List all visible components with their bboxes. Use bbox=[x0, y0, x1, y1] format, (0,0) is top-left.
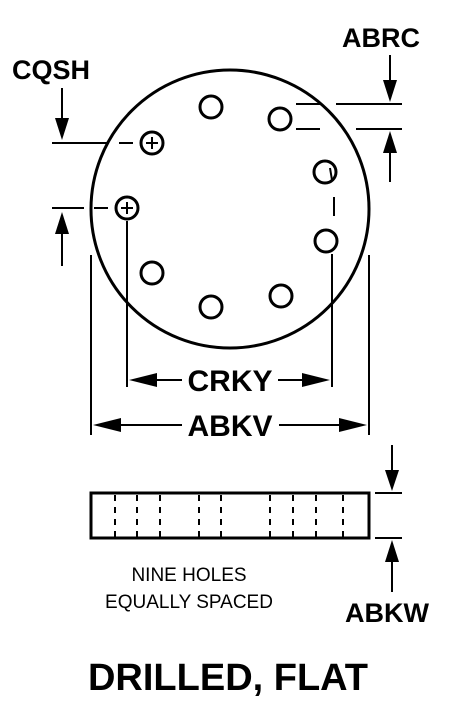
hole bbox=[312, 159, 338, 185]
hole bbox=[139, 260, 165, 286]
crky-label: CRKY bbox=[187, 365, 272, 398]
abkv-label: ABKV bbox=[187, 410, 272, 443]
abkv-arrowhead bbox=[93, 418, 121, 432]
hole bbox=[268, 283, 294, 309]
note-line-1: NINE HOLES bbox=[131, 565, 246, 586]
abkv-arrowhead bbox=[339, 418, 367, 432]
note-line-2: EQUALLY SPACED bbox=[105, 592, 273, 613]
hidden-hole-lines bbox=[114, 495, 344, 537]
hole bbox=[198, 94, 224, 120]
side-view-outline bbox=[89, 491, 371, 540]
cqsh-label: CQSH bbox=[12, 55, 90, 85]
abrc-label: ABRC bbox=[342, 23, 420, 53]
cqsh-arrowhead bbox=[55, 212, 69, 234]
abkw-arrowhead bbox=[385, 470, 399, 491]
bolt-circle-centerline bbox=[329, 167, 333, 181]
crky-arrowhead bbox=[302, 373, 330, 387]
hole bbox=[267, 106, 293, 132]
diagram-title: DRILLED, FLAT bbox=[88, 657, 368, 699]
abkw-arrowhead bbox=[385, 540, 399, 562]
hole bbox=[313, 228, 339, 254]
abrc-arrowhead bbox=[383, 80, 397, 102]
abkw-label: ABKW bbox=[345, 598, 429, 628]
hole-center-mark bbox=[139, 130, 165, 156]
crky-arrowhead bbox=[129, 373, 157, 387]
hole bbox=[198, 294, 224, 320]
disk-outline bbox=[89, 68, 371, 350]
cqsh-arrowhead bbox=[55, 118, 69, 140]
hole-center-mark bbox=[114, 195, 140, 221]
holes bbox=[114, 94, 339, 320]
abrc-arrowhead bbox=[383, 131, 397, 153]
